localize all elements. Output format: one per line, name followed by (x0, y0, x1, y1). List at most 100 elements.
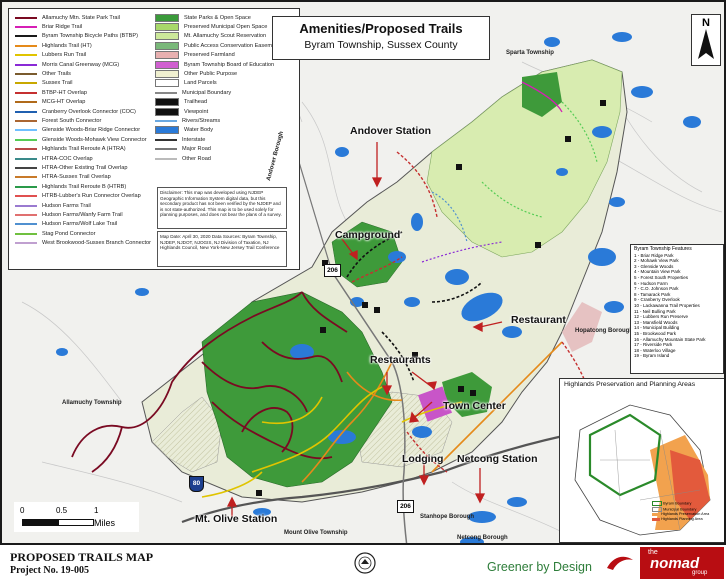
legend-trail-item: HTRB-Lubber's Run Connector Overlap (15, 191, 155, 200)
scale-segment-1 (22, 519, 60, 526)
legend-land-label: Other Road (182, 155, 211, 162)
legend-land-label: Other Public Purpose (184, 71, 238, 78)
legend-trail-item: BTBP-HT Overlap (15, 88, 155, 97)
state-park-area-ne (522, 72, 562, 117)
legend-trail-item: Morris Canal Greenway (MCG) (15, 60, 155, 69)
legend-land-swatch (155, 119, 177, 122)
label-lodging: Lodging (402, 453, 444, 465)
title-box: Amenities/Proposed Trails Byram Township… (272, 16, 490, 60)
inset-byram-boundary (588, 413, 662, 497)
legend-land-swatch (155, 98, 179, 107)
legend-trail-swatch (15, 166, 37, 169)
legend-land-label: Byram Township Board of Education (184, 61, 275, 68)
legend-trail-label: Highlands Trail (HT) (42, 42, 92, 49)
legend-trail-label: Glenside Woods-Briar Ridge Connector (42, 127, 141, 134)
legend-trail-item: Briar Ridge Trail (15, 22, 155, 31)
legend-trail-swatch (15, 204, 37, 207)
legend-trail-swatch (15, 110, 37, 113)
legend-trail-item: Byram Township Bicycle Paths (BTBP) (15, 32, 155, 41)
label-campground: Campground (335, 229, 401, 241)
feature-item: 18 - Waterloo Village (634, 347, 676, 353)
legend-land-item: Water Body (155, 126, 295, 135)
footer-project-number: Project No. 19-005 (10, 565, 89, 576)
legend-land-label: Preserved Farmland (184, 52, 235, 59)
legend-trail-swatch (15, 16, 37, 19)
legend-land-label: Municipal Boundary (182, 89, 232, 96)
legend-trail-swatch (15, 54, 37, 57)
label-andover-station: Andover Station (350, 125, 432, 137)
legend-land-swatch (155, 41, 179, 50)
legend-trail-swatch (15, 157, 37, 160)
feature-item: 11 - Neil Bulling Park (634, 308, 676, 314)
legend-trail-label: MCG-HT Overlap (42, 99, 86, 106)
north-letter: N (702, 17, 710, 29)
legend-land-item: Rivers/Streams (155, 116, 295, 125)
legend-trail-swatch (15, 82, 37, 85)
legend-trail-label: Morris Canal Greenway (MCG) (42, 61, 120, 68)
legend-trail-label: Forest South Connector (42, 117, 102, 124)
legend-land-swatch (155, 91, 177, 94)
legend-trail-label: Byram Township Bicycle Paths (BTBP) (42, 33, 138, 40)
interstate-80-shield: 80 (189, 476, 204, 492)
disclaimer-text: Disclaimer: This map was developed using… (157, 187, 287, 229)
legend-land-swatch (155, 148, 177, 151)
legend-trail-swatch (15, 101, 37, 104)
inset-planning-area (670, 450, 710, 520)
legend-land-label: Mt. Allamuchy Scout Reservation (184, 33, 267, 40)
scout-reservation-hatch (151, 396, 223, 473)
nomad-group-logo: the nomad group (640, 547, 724, 579)
legend-trail-label: Sussex Trail (42, 80, 73, 87)
inset-legend-preservation: Highlands Preservation Area (652, 512, 709, 517)
legend-trail-swatch (15, 119, 37, 122)
bicycle-paths (346, 231, 483, 383)
label-hopatcong-borough: Hopatcong Borough (575, 328, 633, 334)
legend-trail-item: Hudson Farms Trail (15, 201, 155, 210)
legend-land-label: Rivers/Streams (182, 117, 221, 124)
label-mt-olive-station: Mt. Olive Station (195, 513, 278, 525)
inset-legend-municipal: Municipal Boundary (652, 506, 709, 513)
feature-item: 8 - Tamarack Park (634, 291, 671, 297)
legend-land-swatch (155, 13, 179, 22)
board-of-education-parcel (417, 386, 453, 422)
legend-trail-item: Cranberry Overlook Connector (COC) (15, 107, 155, 116)
legend-land-swatch (155, 157, 177, 160)
north-arrow-icon (698, 29, 714, 59)
label-netcong-borough: Netcong Borough (457, 535, 508, 541)
legend-trail-item: Allamuchy Mtn. State Park Trail (15, 13, 155, 22)
legend-land-item: Mt. Allamuchy Scout Reservation (155, 32, 295, 41)
legend-trail-label: West Brookwood-Sussex Branch Connector (42, 240, 152, 247)
legend-trail-swatch (15, 138, 37, 141)
legend-trail-item: Hudson Farms/Wanfy Farm Trail (15, 210, 155, 219)
legend-trail-label: Highlands Trail Reroute B (HTRB) (42, 183, 127, 190)
map-title: Amenities/Proposed Trails (299, 21, 463, 36)
legend-trail-swatch (15, 185, 37, 188)
scale-tick-0: 0 (20, 506, 25, 515)
green-connectors (481, 101, 598, 218)
feature-item: 16 - Allamuchy Mountain State Park (634, 336, 706, 342)
feature-item: 13 - Mansfield Woods (634, 319, 678, 325)
legend-trail-label: Cranberry Overlook Connector (COC) (42, 108, 136, 115)
legend-trail-label: Allamuchy Mtn. State Park Trail (42, 14, 121, 21)
feature-item: 6 - Hudson Farm (634, 280, 668, 286)
feature-item: 10 - Lackawanna Trail Properties (634, 302, 700, 308)
legend-land-swatch (155, 70, 179, 79)
inset-title: Highlands Preservation and Planning Area… (564, 381, 696, 388)
legend-land-label: Land Parcels (184, 80, 217, 87)
label-sparta-township: Sparta Township (506, 50, 554, 56)
legend-trail-swatch (15, 195, 37, 198)
legend-trail-item: West Brookwood-Sussex Branch Connector (15, 238, 155, 247)
inset-legend-byram: Byram Boundary (652, 501, 709, 507)
legend-land-swatch (155, 23, 179, 32)
feature-item: 9 - Cranberry Overlook (634, 297, 680, 303)
legend-land-item: Preserved Farmland (155, 51, 295, 60)
north-arrow: N (691, 14, 721, 66)
map-footer: PROPOSED TRAILS MAP Project No. 19-005 G… (0, 546, 726, 580)
inset-municipal-lines (600, 429, 701, 531)
legend-land-item: State Parks & Open Space (155, 13, 295, 22)
preserved-farmland (562, 302, 602, 352)
legend-trail-swatch (15, 213, 37, 216)
legend-land-swatch (155, 32, 179, 41)
